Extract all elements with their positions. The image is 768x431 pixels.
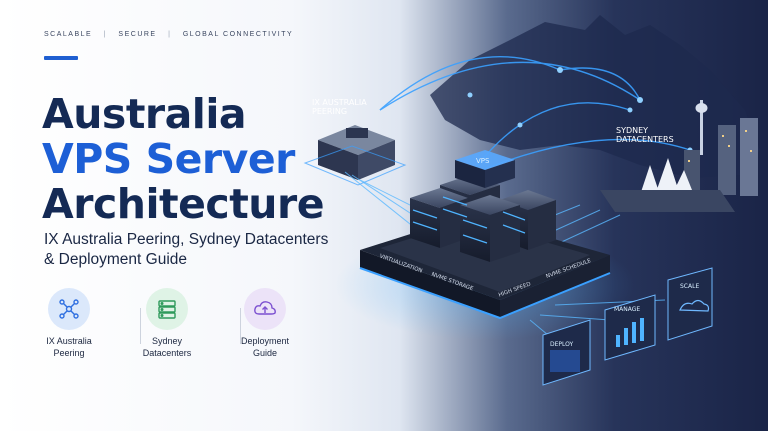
feature-label-line1: Deployment (240, 336, 290, 346)
ix-tag-line1: IX AUSTRALIA (312, 98, 367, 107)
title-line-3: Architecture (42, 180, 325, 228)
feature-ix-peering: IX Australia Peering (22, 288, 116, 359)
deploy-card-label: DEPLOY (550, 341, 574, 348)
scale-card-label: SCALE (680, 283, 700, 290)
australia-map-shape (430, 15, 760, 178)
network-icon (48, 288, 90, 330)
tagline-secure: SECURE (118, 31, 157, 38)
manage-card-label: MANAGE (614, 306, 641, 313)
ix-building (303, 125, 407, 186)
subtitle-line-1: IX Australia Peering, Sydney Datacenters (44, 231, 329, 248)
feature-list: IX Australia Peering Sydney Datacenters (22, 288, 312, 358)
feature-label-line1: Sydney (151, 336, 183, 346)
ix-tag-line2: PEERING (312, 107, 348, 116)
feature-label-line1: IX Australia (46, 336, 92, 346)
feature-deployment-guide: Deployment Guide (218, 288, 312, 359)
ix-peering-tag: IX AUSTRALIA PEERING (312, 98, 367, 116)
accent-bar (44, 56, 78, 60)
sydney-tag-line1: SYDNEY (616, 126, 649, 135)
page-title: Australia VPS Server Architecture (42, 90, 325, 228)
subtitle-line-2: & Deployment Guide (44, 251, 188, 268)
cloud-upload-icon (244, 288, 286, 330)
tagline-separator: | (168, 31, 172, 38)
tagline-separator: | (103, 31, 107, 38)
subtitle: IX Australia Peering, Sydney Datacenters… (44, 230, 328, 270)
title-line-2: VPS Server (42, 135, 295, 183)
vps-cube-label: VPS (476, 157, 490, 165)
server-cubes (410, 150, 556, 262)
server-icon (146, 288, 188, 330)
tagline-scalable: SCALABLE (44, 31, 93, 38)
sydney-tag-line2: DATACENTERS (616, 135, 674, 144)
tool-cards (542, 267, 713, 386)
title-line-1: Australia (42, 90, 247, 138)
tagline-global-connectivity: GLOBAL CONNECTIVITY (182, 31, 294, 38)
feature-label-line2: Datacenters (142, 348, 192, 358)
feature-divider (240, 308, 241, 344)
feature-label-line2: Peering (53, 348, 85, 358)
sydney-skyline (600, 100, 758, 212)
tagline: SCALABLE | SECURE | GLOBAL CONNECTIVITY (44, 31, 301, 38)
sydney-datacenters-tag: SYDNEY DATACENTERS (616, 126, 674, 144)
feature-label-line2: Guide (252, 348, 278, 358)
feature-divider (140, 308, 141, 344)
feature-sydney-datacenters: Sydney Datacenters (120, 288, 214, 359)
